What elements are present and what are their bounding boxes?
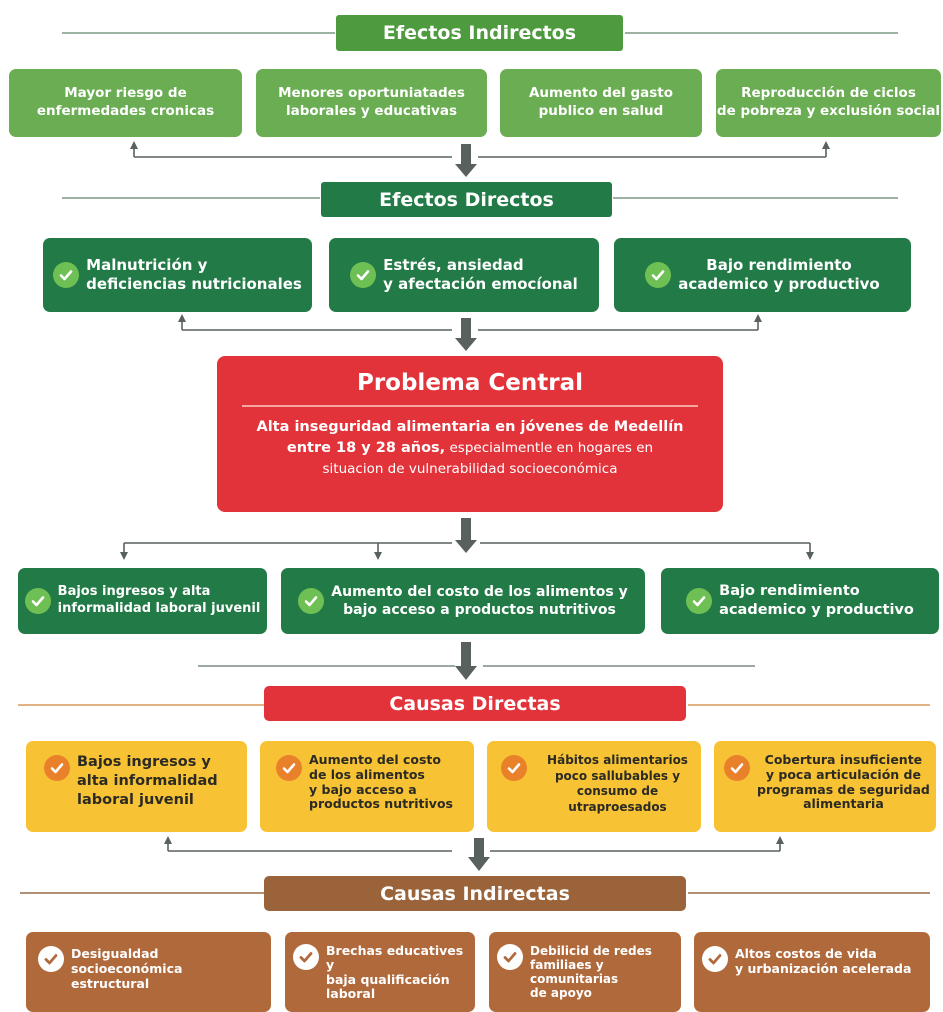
rama-problema-2: Aumento del costo de los alimentos y baj… — [281, 568, 645, 634]
efecto-directo-2-label: Estrés, ansiedad y afectación emocíonal — [383, 255, 578, 294]
problema-central-divider — [242, 405, 698, 407]
check-icon — [298, 588, 325, 614]
check-icon — [702, 946, 728, 972]
efecto-indirecto-3: Aumento del gasto publico en salud — [500, 69, 702, 137]
efecto-indirecto-1: Mayor riesgo de enfermedades cronicas — [9, 69, 242, 137]
efectos-indirectos-title: Efectos Indirectos — [382, 22, 577, 44]
efectos-directos-title: Efectos Directos — [379, 188, 554, 211]
efecto-indirecto-4: Reproducción de ciclos de pobreza y excl… — [716, 69, 941, 137]
efectos-indirectos-header: Efectos Indirectos — [336, 15, 623, 51]
efecto-indirecto-1-label: Mayor riesgo de enfermedades cronicas — [36, 85, 215, 119]
causa-directa-3: Hábitos alimentarios poco sallubables y … — [487, 741, 701, 832]
check-icon — [276, 755, 302, 781]
efectos-directos-header: Efectos Directos — [321, 182, 612, 217]
check-icon — [293, 944, 319, 970]
check-icon — [724, 755, 750, 781]
causa-directa-1-label: Bajos ingresos y alta informalidad labor… — [77, 754, 218, 808]
causa-indirecta-3-label: Debilicid de redes familiaes y comunitar… — [530, 944, 652, 1001]
causa-directa-3-label: Hábitos alimentarios poco sallubables y … — [547, 753, 688, 814]
causa-indirecta-3: Debilicid de redes familiaes y comunitar… — [489, 932, 681, 1012]
rama-problema-1-label: Bajos ingresos y alta informalidad labor… — [57, 584, 261, 616]
problema-central-title: Problema Central — [356, 370, 584, 396]
rama-problema-1: Bajos ingresos y alta informalidad labor… — [18, 568, 267, 634]
rama-problema-2-label: Aumento del costo de los alimentos y baj… — [331, 583, 628, 618]
problema-central-line1: Alta inseguridad alimentaria en jóvenes … — [256, 418, 684, 435]
check-icon — [350, 262, 377, 288]
causa-indirecta-4-label: Altos costos de vida y urbanización acel… — [735, 946, 912, 976]
efecto-indirecto-4-label: Reproducción de ciclos de pobreza y excl… — [716, 85, 941, 119]
problema-central-line3: situacion de vulnerabilidad socioeconómi… — [322, 460, 618, 477]
efecto-indirecto-2: Menores oportuniatades laborales y educa… — [256, 69, 487, 137]
efecto-directo-3-label: Bajo rendimiento academico y productivo — [678, 255, 880, 294]
causas-directas-header: Causas Directas — [264, 686, 686, 721]
problema-central-line2-bold: entre 18 y 28 años, — [286, 439, 446, 456]
check-icon — [24, 588, 51, 614]
rama-problema-3: Bajo rendimiento academico y productivo — [661, 568, 939, 634]
causa-indirecta-1: Desigualdad socioeconómica estructural — [26, 932, 271, 1012]
check-icon — [497, 944, 523, 970]
causa-directa-4: Cobertura insuficiente y poca articulaci… — [714, 741, 936, 832]
check-icon — [44, 755, 70, 781]
causas-indirectas-title: Causas Indirectas — [380, 882, 570, 905]
causa-directa-2-label: Aumento del costo de los alimentos y baj… — [309, 752, 453, 812]
causas-indirectas-header: Causas Indirectas — [264, 876, 686, 911]
efecto-directo-1-label: Malnutrición y deficiencias nutricionale… — [86, 255, 302, 294]
causa-indirecta-2-label: Brechas educatives y baja qualificación … — [326, 943, 464, 1002]
causa-directa-1: Bajos ingresos y alta informalidad labor… — [26, 741, 247, 832]
efecto-directo-2: Estrés, ansiedad y afectación emocíonal — [329, 238, 599, 312]
causa-indirecta-2: Brechas educatives y baja qualificación … — [285, 932, 475, 1012]
problema-central-line2: entre 18 y 28 años, especialmentle en ho… — [217, 440, 723, 456]
causa-directa-4-label: Cobertura insuficiente y poca articulaci… — [757, 752, 930, 812]
causa-indirecta-1-label: Desigualdad socioeconómica estructural — [71, 946, 183, 991]
efecto-indirecto-2-label: Menores oportuniatades laborales y educa… — [278, 85, 465, 119]
check-icon — [686, 588, 713, 614]
efecto-indirecto-3-label: Aumento del gasto publico en salud — [528, 85, 673, 119]
check-icon — [501, 755, 527, 781]
rama-problema-3-label: Bajo rendimiento academico y productivo — [719, 583, 914, 618]
causa-indirecta-4: Altos costos de vida y urbanización acel… — [694, 932, 930, 1012]
efecto-directo-3: Bajo rendimiento academico y productivo — [614, 238, 911, 312]
problema-central-box: Problema Central Alta inseguridad alimen… — [217, 356, 723, 512]
causas-directas-title: Causas Directas — [389, 692, 561, 715]
check-icon — [38, 946, 64, 972]
check-icon — [53, 262, 80, 288]
causa-directa-2: Aumento del costo de los alimentos y baj… — [260, 741, 474, 832]
efecto-directo-1: Malnutrición y deficiencias nutricionale… — [43, 238, 312, 312]
problema-central-line2-rest: especialmentle en hogares en — [445, 439, 654, 456]
check-icon — [645, 262, 672, 288]
